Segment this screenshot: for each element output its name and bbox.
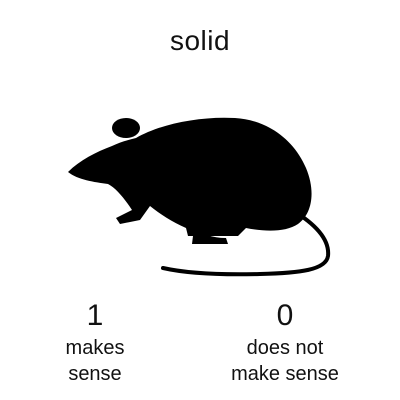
does-not-make-sense-label-line1: does not: [246, 337, 324, 359]
does-not-make-sense-label-line2: make sense: [231, 363, 339, 385]
makes-sense-option[interactable]: 1 makes sense: [40, 298, 150, 386]
makes-sense-label-line1: makes: [65, 337, 125, 359]
rat-body: [68, 117, 312, 236]
rat-silhouette-icon: [68, 117, 331, 277]
rat-hind-foot: [192, 228, 228, 244]
does-not-make-sense-option[interactable]: 0 does not make sense: [210, 298, 360, 386]
rat-ear: [112, 118, 140, 138]
does-not-make-sense-value: 0: [276, 299, 294, 332]
rat-tail: [161, 208, 331, 277]
prompt-word: solid: [169, 25, 231, 56]
makes-sense-label-line2: sense: [68, 363, 122, 385]
stimulus-image: [60, 110, 340, 280]
makes-sense-value: 1: [86, 299, 104, 332]
